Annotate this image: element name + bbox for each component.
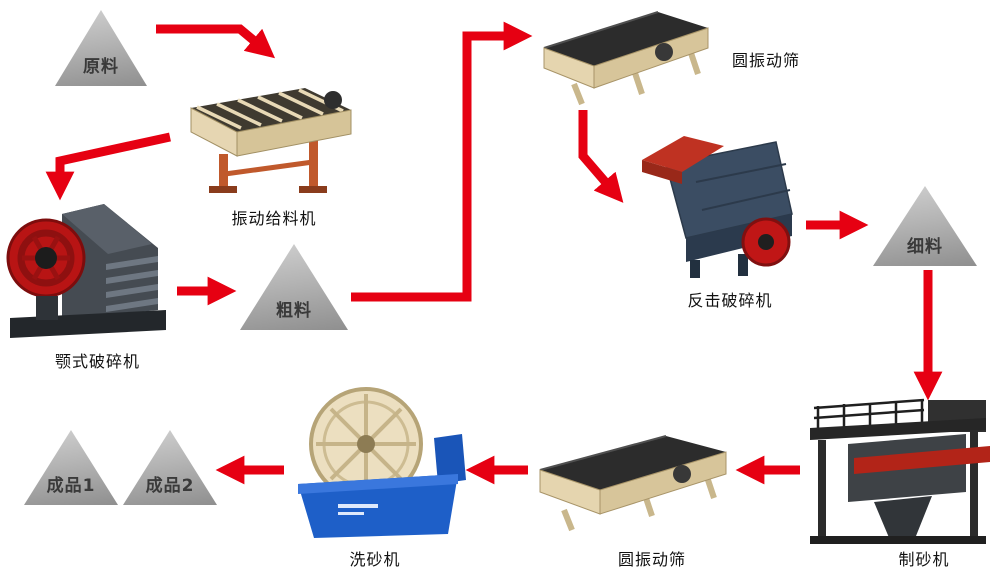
jaw-crusher-illustration: [6, 198, 172, 344]
arrow-raw-to-feeder: [156, 24, 276, 59]
vibrating-screen-icon: [539, 435, 727, 532]
arrow-screen-top-to-impact-crusher: [578, 110, 624, 203]
jaw-crusher-label: 颚式破碎机: [54, 352, 140, 371]
screen-bottom-label: 圆振动筛: [617, 550, 686, 569]
pile-raw-material-label: 原料: [83, 57, 119, 77]
pile-product-1-label: 成品1: [46, 476, 96, 496]
pile-coarse-material: 粗料: [240, 244, 348, 330]
arrow-feeder-to-jaw-crusher: [45, 132, 171, 201]
screen-motor: [655, 43, 673, 61]
impact-crusher-label: 反击破碎机: [687, 291, 773, 310]
sand-washer-label: 洗砂机: [349, 550, 401, 569]
pile-product-1: 成品1: [24, 430, 118, 505]
screen-top-illustration: [538, 6, 714, 108]
vibrating-feeder-illustration: [183, 82, 365, 200]
pile-fine-material: 细料: [873, 186, 977, 266]
sand-maker-red-band: [854, 446, 990, 474]
screen-bottom-illustration: [534, 422, 732, 534]
pile-coarse-material-label: 粗料: [276, 301, 312, 321]
vibrating-feeder-icon: [190, 88, 352, 193]
pile-fine-material-label: 细料: [907, 237, 943, 257]
vibrating-feeder-label: 振动给料机: [231, 209, 317, 228]
sand-maker-icon: [810, 398, 990, 544]
pile-product-2-label: 成品2: [145, 476, 195, 496]
sand-washer-icon: [298, 387, 466, 538]
pile-raw-material: 原料: [55, 10, 147, 86]
screen-top-label: 圆振动筛: [732, 51, 801, 70]
arrow-coarse-to-screen-top: [351, 21, 533, 302]
sand-maker-label: 制砂机: [898, 550, 950, 569]
sand-maker-illustration: [804, 396, 992, 548]
jaw-crusher-icon: [6, 204, 166, 338]
crusher-hood: [642, 136, 724, 172]
sand-washer-illustration: [286, 386, 470, 540]
impact-crusher-illustration: [636, 126, 804, 284]
screen-motor: [673, 465, 691, 483]
impact-crusher-icon: [642, 136, 793, 278]
feeder-motor: [324, 91, 342, 109]
pile-product-2: 成品2: [123, 430, 217, 505]
vibrating-screen-icon: [543, 11, 709, 106]
